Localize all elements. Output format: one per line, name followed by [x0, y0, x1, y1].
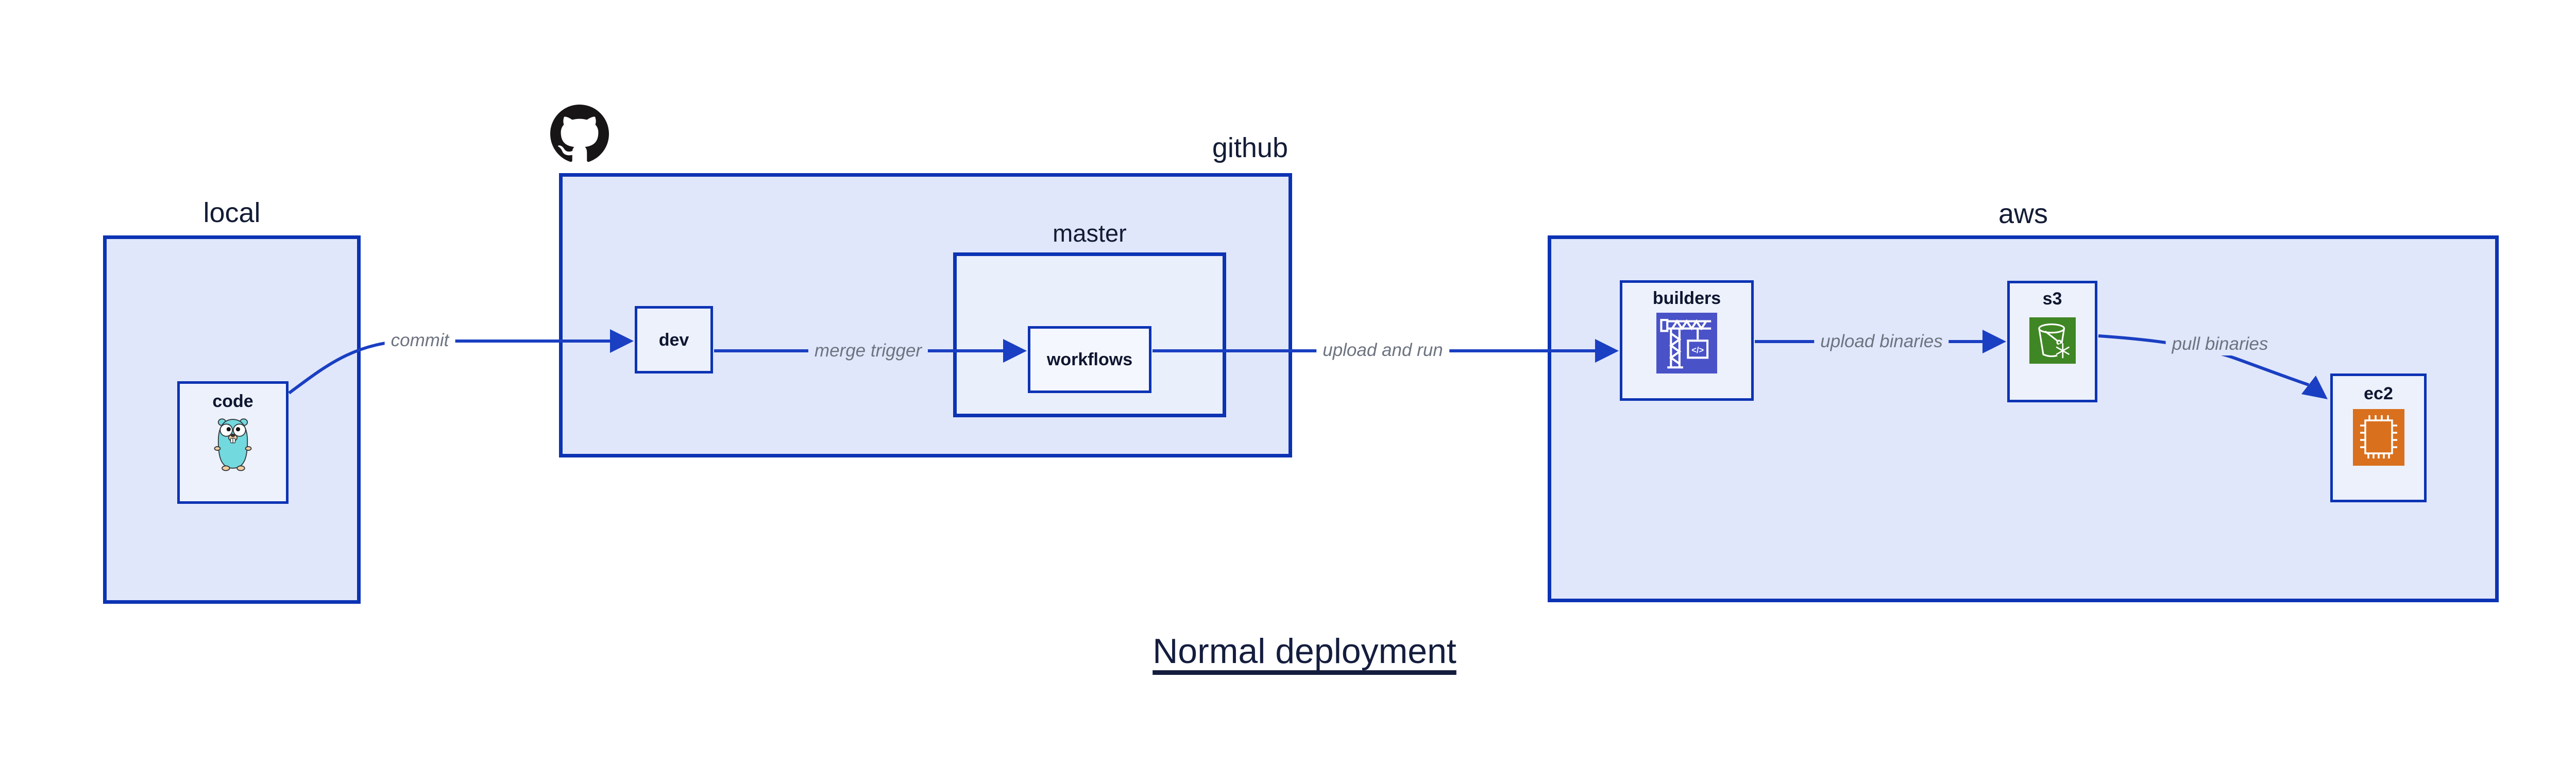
codebuild-code-glyph: </> — [1691, 346, 1704, 355]
node-dev-label: dev — [658, 330, 689, 350]
go-gopher-icon — [214, 418, 252, 471]
merge-trigger-edge-label: merge trigger — [808, 339, 928, 362]
node-code: code — [177, 381, 289, 504]
codebuild-crane-icon: </> — [1656, 313, 1717, 373]
node-builders-label: builders — [1652, 288, 1721, 308]
node-builders: builders </> — [1620, 280, 1754, 401]
commit-edge-label: commit — [384, 329, 455, 352]
container-master-label: master — [1053, 219, 1127, 247]
container-local-label: local — [203, 197, 261, 228]
node-dev: dev — [635, 306, 713, 373]
node-workflows-label: workflows — [1046, 350, 1133, 369]
upload-and-run-edge-label: upload and run — [1316, 339, 1449, 362]
s3-glacier-bucket-icon — [2029, 317, 2076, 364]
node-ec2-label: ec2 — [2364, 384, 2393, 403]
container-github-label: github — [1212, 132, 1288, 163]
node-s3: s3 — [2007, 281, 2097, 402]
ec2-chip-icon — [2352, 409, 2404, 466]
container-aws-label: aws — [1998, 198, 2048, 229]
node-ec2: ec2 — [2330, 373, 2427, 502]
node-s3-label: s3 — [2042, 289, 2062, 309]
upload-binaries-edge-label: upload binaries — [1814, 330, 1949, 353]
diagram-title: Normal deployment — [1153, 632, 1456, 671]
node-workflows: workflows — [1028, 326, 1151, 393]
github-octocat-icon — [550, 105, 609, 162]
node-code-label: code — [212, 392, 253, 411]
pull-binaries-edge-label: pull binaries — [2165, 333, 2275, 355]
